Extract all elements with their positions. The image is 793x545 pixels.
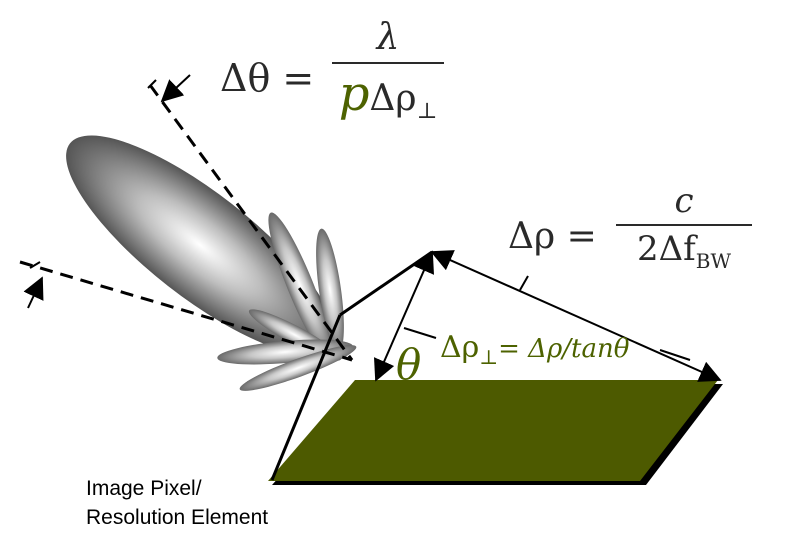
p-symbol: p bbox=[338, 65, 370, 122]
upper-arrow bbox=[160, 74, 191, 103]
fraction-bar bbox=[332, 62, 444, 64]
beam-width-lines bbox=[19, 84, 354, 362]
measurement-arrows bbox=[374, 250, 722, 382]
perp-callout-line bbox=[403, 327, 437, 339]
delta-theta-lhs: Δθ = bbox=[220, 56, 315, 100]
lower-arrow bbox=[23, 276, 44, 309]
theta-angle-label: θ bbox=[396, 340, 422, 389]
range-fraction: c 2ΔfBW bbox=[616, 184, 752, 270]
angular-fraction: λ pΔρ⊥ bbox=[332, 20, 444, 123]
angular-denominator: pΔρ⊥ bbox=[339, 70, 438, 123]
perp-callout-line-2 bbox=[659, 349, 691, 361]
c-numerator: c bbox=[674, 181, 694, 221]
perp-subscript: ⊥ bbox=[479, 345, 499, 369]
perp-subscript: ⊥ bbox=[416, 98, 438, 124]
lambda-numerator: λ bbox=[376, 17, 400, 58]
antenna-beam-pattern bbox=[66, 135, 357, 391]
left-edge-line bbox=[270, 314, 342, 481]
range-resolution-equation: Δρ = c 2ΔfBW bbox=[508, 184, 768, 290]
delta-rho-denominator: Δρ bbox=[369, 77, 417, 119]
perp-arrow bbox=[374, 250, 434, 382]
range-arrow bbox=[430, 250, 722, 382]
beam-width-arrows bbox=[23, 74, 191, 309]
range-denominator: 2ΔfBW bbox=[637, 232, 731, 271]
delta-rho-perp-symbol: Δρ bbox=[440, 330, 480, 365]
beam-edge-lower bbox=[19, 260, 353, 362]
delta-rho-over-tan-theta: = Δρ/tanθ bbox=[498, 334, 630, 364]
pixel-parallelogram bbox=[268, 380, 718, 481]
beam-edge-upper bbox=[148, 84, 354, 361]
range-callout-tick bbox=[519, 275, 529, 291]
angular-resolution-equation: Δθ = λ pΔρ⊥ bbox=[220, 20, 450, 130]
perpendicular-resolution-label: Δρ⊥= Δρ/tanθ bbox=[440, 330, 629, 369]
bw-subscript: BW bbox=[695, 248, 732, 273]
pixel-label-line1: Image Pixel/ bbox=[86, 477, 202, 500]
side-lobe-5 bbox=[239, 345, 357, 391]
fraction-bar bbox=[616, 224, 752, 226]
pixel-label: Image Pixel/ Resolution Element bbox=[86, 474, 268, 532]
main-lobe bbox=[66, 135, 334, 355]
lower-tick bbox=[29, 261, 41, 269]
delta-rho-lhs: Δρ = bbox=[508, 216, 597, 257]
side-lobe-1 bbox=[268, 212, 332, 358]
pixel-label-line2: Resolution Element bbox=[86, 506, 269, 529]
upper-tick bbox=[147, 79, 157, 89]
two-delta-f: 2Δf bbox=[636, 228, 696, 269]
